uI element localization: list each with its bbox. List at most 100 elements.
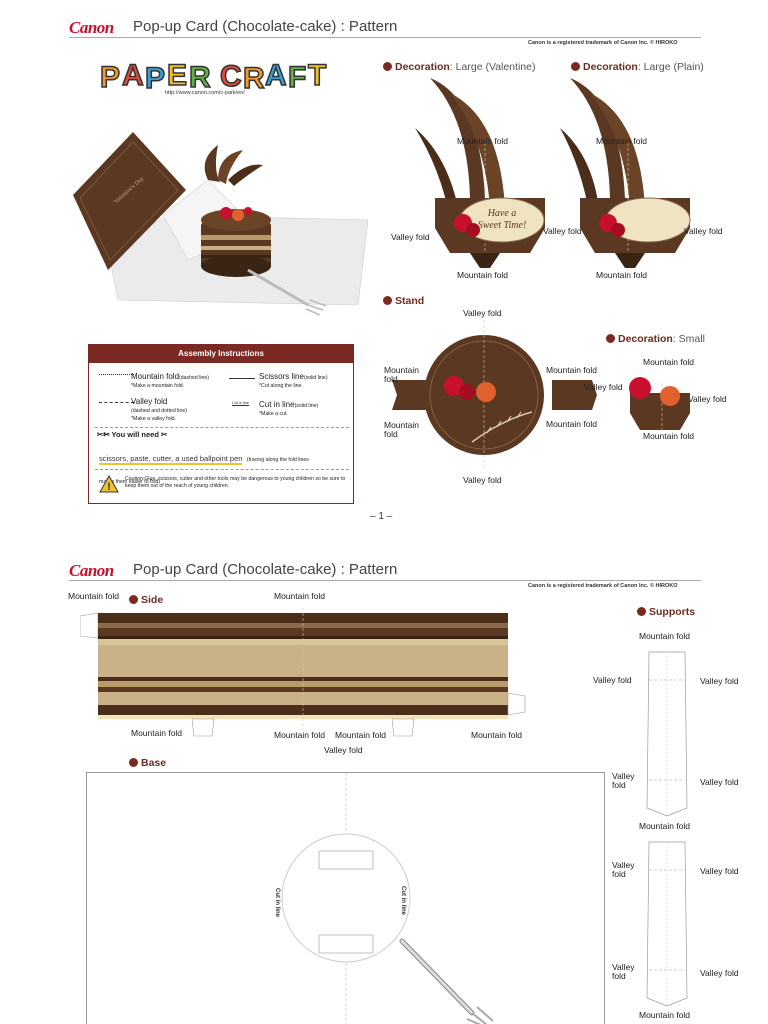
- svg-text:R: R: [243, 62, 265, 94]
- label-mountain-fold: Mountain fold: [471, 730, 523, 740]
- label-mountain-fold: Mountain fold: [596, 270, 648, 280]
- section-supports: Supports: [637, 606, 695, 618]
- bullet-icon: [571, 62, 580, 71]
- label-mountain-fold: Mountain fold: [546, 365, 598, 375]
- trademark-note: Canon is a registered trademark of Canon…: [528, 583, 678, 589]
- caution-text: Caution:Glue, scissors, cutter and other…: [125, 476, 346, 489]
- section-decoration-large-valentine: Decoration: Large (Valentine): [383, 61, 535, 73]
- canon-url[interactable]: http://www.canon.com/c-park/en/: [165, 90, 245, 96]
- label-mountain-fold: Mountain fold: [274, 730, 326, 740]
- paper-craft-logo: P A P E R C R A F T: [98, 56, 348, 96]
- header-rule: [69, 37, 701, 38]
- label-mountain-fold: Mountain fold: [274, 591, 326, 601]
- bullet-icon: [129, 595, 138, 604]
- svg-text:R: R: [189, 61, 211, 94]
- label-mountain-fold: Mountain fold: [546, 419, 598, 429]
- label-mountain-fold: Mountain fold: [639, 1010, 691, 1020]
- svg-text:E: E: [167, 59, 187, 92]
- label-valley-fold: Valley fold: [700, 777, 739, 787]
- assembly-instructions-panel: Assembly Instructions Mountain fold(dash…: [88, 344, 354, 504]
- svg-text:P: P: [100, 61, 120, 94]
- label-valley-fold: Valley fold: [593, 675, 632, 685]
- paper-craft-logo-art: P A P E R C R A F T: [99, 58, 327, 96]
- label-valley-fold: Valley fold: [543, 226, 582, 236]
- label-valley-fold: Valley fold: [324, 745, 363, 755]
- you-will-need: ✂✄ You will need ✂: [97, 430, 168, 439]
- label-mountain-fold: Mountain fold: [335, 730, 387, 740]
- label-valley-fold: Valley fold: [700, 866, 739, 876]
- page-number: – 1 –: [370, 511, 393, 522]
- section-stand: Stand: [383, 295, 424, 307]
- page-title: Pop-up Card (Chocolate-cake) : Pattern: [133, 561, 398, 578]
- svg-text:A: A: [265, 59, 287, 92]
- label-valley-fold: Valley fold: [700, 968, 739, 978]
- canon-logo: Canon: [69, 561, 114, 580]
- legend-cut-in-line: Cut in line(solid line) *Make a cut.: [259, 400, 319, 417]
- label-mountain-fold: Mountain fold: [457, 136, 509, 146]
- decoration-valentine-pattern: Have a Sweet Time!: [410, 78, 560, 273]
- base-pattern: Cut in line Cut in line: [86, 772, 605, 1024]
- header-rule: [69, 580, 701, 581]
- plate-text-line1: Have a: [487, 208, 517, 219]
- page-title: Pop-up Card (Chocolate-cake) : Pattern: [133, 18, 398, 35]
- scissors-icon: ✄: [103, 430, 110, 439]
- mountain-fold-line-sample: [99, 374, 134, 375]
- bullet-icon: [606, 334, 615, 343]
- decoration-small-pattern: [620, 368, 695, 433]
- label-mountain-fold: Mountain fold: [457, 270, 509, 280]
- divider: [95, 427, 349, 428]
- label-valley-fold: Valley fold: [463, 475, 502, 485]
- section-base: Base: [129, 757, 166, 769]
- label-mountain-fold: Mountain fold: [68, 591, 120, 601]
- label-mountain-fold: Mountain fold: [643, 357, 695, 367]
- svg-text:A: A: [122, 59, 144, 92]
- decoration-plain-pattern: [560, 78, 710, 273]
- legend-scissors-line: Scissors line(solid line) *Cut along the…: [259, 372, 328, 389]
- bullet-icon: [129, 758, 138, 767]
- assembly-title: Assembly Instructions: [89, 345, 353, 363]
- legend-valley-fold: Valley fold (dashed and dotted line) *Ma…: [131, 397, 187, 422]
- valley-fold-line-sample: [99, 402, 134, 403]
- plate-text-line2: Sweet Time!: [478, 220, 527, 231]
- legend-mountain-fold: Mountain fold(dashed line) *Make a mount…: [131, 372, 210, 389]
- label-mountain-fold: Mountain fold: [639, 631, 691, 641]
- trademark-note: Canon is a registered trademark of Canon…: [528, 40, 678, 46]
- label-valley-fold: Valley fold: [684, 226, 723, 236]
- label-valley-fold: Valley fold: [700, 676, 739, 686]
- finished-card-photo: Valentine's Day: [68, 120, 369, 320]
- label-mountain-fold: Mountain fold: [131, 728, 183, 738]
- cut-in-line-label: Cut in line: [274, 888, 280, 917]
- cut-in-line-label: Cut in line: [400, 886, 406, 915]
- scissors-icon: ✂: [97, 430, 104, 439]
- label-mountain-fold: Mountain fold: [639, 821, 691, 831]
- scissors-line-sample: [229, 378, 255, 379]
- section-decoration-small: Decoration: Small: [606, 333, 705, 345]
- bullet-icon: [383, 62, 392, 71]
- label-valley-fold: Valley fold: [688, 394, 727, 404]
- warning-icon: !: [99, 474, 119, 498]
- label-mountain-fold: Mountain fold: [643, 431, 695, 441]
- support-pattern-2: [645, 838, 689, 1010]
- label-mountain-fold: Mountain fold: [596, 136, 648, 146]
- cut-in-line-sample: Cut in line: [232, 401, 249, 406]
- side-pattern: [79, 608, 530, 748]
- label-valley-fold: Valley fold: [463, 308, 502, 318]
- bullet-icon: [383, 296, 392, 305]
- svg-text:C: C: [220, 60, 242, 93]
- svg-text:!: !: [107, 481, 111, 493]
- divider: [95, 469, 349, 470]
- svg-text:T: T: [308, 59, 326, 92]
- support-pattern-1: [645, 648, 689, 820]
- tools-list: scissors, paste, cutter, a used ballpoin…: [99, 454, 309, 486]
- svg-text:F: F: [288, 61, 306, 94]
- scissors-icon: ✂: [161, 430, 168, 439]
- bullet-icon: [637, 607, 646, 616]
- label-valley-fold: Valley fold: [584, 382, 623, 392]
- section-side: Side: [129, 594, 163, 606]
- canon-logo: Canon: [69, 18, 114, 37]
